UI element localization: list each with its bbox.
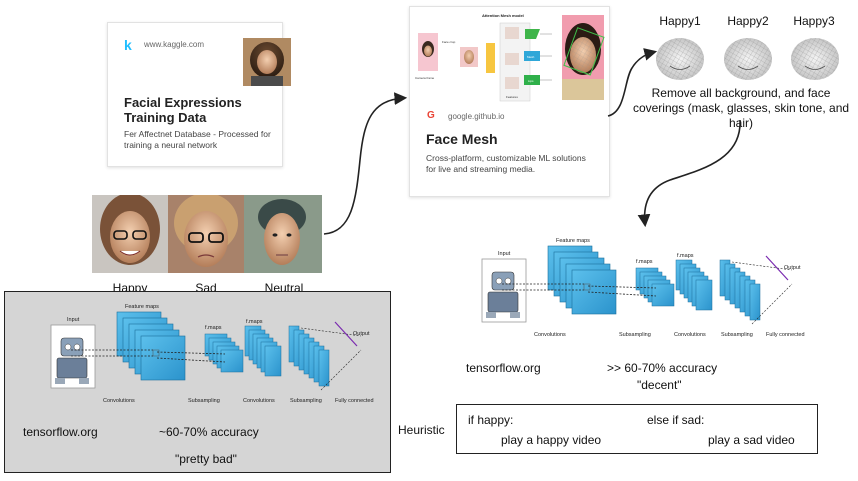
right-source: tensorflow.org [466, 361, 541, 375]
fmaps-stack-2 [675, 259, 713, 311]
cnn-input-label-left: Input [67, 317, 80, 323]
fmaps-stack-left-2 [244, 325, 282, 377]
cnn-label-convolutions-2: Convolutions [674, 332, 706, 338]
face-crop-label: Face crop [442, 40, 456, 44]
cnn-input-image [481, 258, 527, 323]
cnn-label-subsampling-left-1: Subsampling [188, 398, 220, 404]
cnn-diagram-right: Input Feature maps f.maps f.maps [476, 236, 816, 342]
cnn-label-convolutions-left-2: Convolutions [243, 398, 275, 404]
mesh-thumb-header: Attention Mesh model [482, 13, 524, 18]
left-accuracy: ~60-70% accuracy [159, 425, 259, 439]
google-icon: G [427, 110, 435, 121]
features-label: Features [506, 95, 518, 99]
backbone-block [486, 43, 495, 73]
cnn-label-fully-connected-left: Fully connected [335, 398, 374, 404]
mesh-description: Cross-platform, customizable ML solution… [426, 153, 586, 174]
left-source: tensorflow.org [23, 425, 98, 439]
label-happy2: Happy2 [727, 14, 769, 28]
neutral-face-photo [244, 195, 322, 273]
mesh-caption: Remove all background, and face covering… [632, 86, 850, 130]
happy2-mesh [724, 38, 772, 80]
cnn-label-subsampling-left-2: Subsampling [290, 398, 322, 404]
cnn-label-subsampling-1: Subsampling [619, 332, 651, 338]
face-mesh-card[interactable]: Attention Mesh model Camera frame Face c… [409, 6, 610, 197]
kaggle-logo: k [124, 37, 132, 53]
heuristic-label: Heuristic [398, 423, 445, 437]
kaggle-title: Facial Expressions Training Data [124, 95, 242, 125]
feature-maps-stack [547, 245, 617, 315]
cnn-input-image-left [50, 324, 96, 389]
happy3-mesh [791, 38, 839, 80]
happy-mesh-images [655, 36, 845, 82]
mesh-url: google.github.io [448, 112, 505, 121]
label-happy3: Happy3 [793, 14, 835, 28]
heuristic-else: else if sad: [647, 413, 705, 427]
fmaps-stack-left-3 [288, 325, 330, 387]
kaggle-card[interactable]: k www.kaggle.com Facial Expressions Trai… [107, 22, 291, 167]
heuristic-if: if happy: [468, 413, 514, 427]
fmaps-stack-1 [635, 267, 675, 307]
mesh-thumbnail: Attention Mesh model Camera frame Face c… [412, 9, 607, 104]
right-verdict: "decent" [637, 378, 682, 392]
cnn-label-subsampling-2: Subsampling [721, 332, 753, 338]
cnn-fmaps-label-2: f.maps [677, 253, 694, 259]
happy1-mesh [656, 38, 704, 80]
heuristic-box: if happy: play a happy video else if sad… [456, 404, 818, 454]
cnn-label-fully-connected: Fully connected [766, 332, 805, 338]
cnn-input-label: Input [498, 251, 511, 257]
heuristic-if-action: play a happy video [501, 433, 602, 447]
cnn-feature-maps-label-left: Feature maps [125, 304, 159, 310]
left-verdict: "pretty bad" [175, 452, 237, 466]
lips-block-label: Lips [528, 79, 534, 83]
fmaps-stack-left-1 [204, 333, 244, 373]
label-happy1: Happy1 [659, 14, 701, 28]
cnn-diagram-left: Input Feature maps f.maps f.maps [45, 302, 385, 408]
mesh-block-label: Mesh [527, 55, 535, 59]
sad-face-photo [168, 193, 244, 273]
kaggle-url: www.kaggle.com [144, 40, 205, 49]
face-photo-strip [92, 193, 322, 273]
left-cnn-panel: Input Feature maps f.maps f.maps [4, 291, 391, 473]
heuristic-else-action: play a sad video [708, 433, 795, 447]
right-accuracy: >> 60-70% accuracy [607, 361, 718, 375]
camera-label: Camera frame [415, 76, 435, 80]
fmaps-stack-3 [719, 259, 761, 321]
cnn-label-convolutions-1: Convolutions [534, 332, 566, 338]
cnn-fmaps-label-left-1: f.maps [205, 325, 222, 331]
cnn-output-label: Output [784, 265, 801, 271]
cnn-feature-maps-label: Feature maps [556, 238, 590, 244]
arrow-happy-to-cnn [637, 119, 741, 228]
mesh-title: Face Mesh [426, 131, 498, 147]
cnn-output-label-left: Output [353, 331, 370, 337]
kaggle-description: Fer Affectnet Database - Processed for t… [124, 129, 271, 150]
feature-maps-stack-left [116, 311, 186, 381]
cnn-label-convolutions-left-1: Convolutions [103, 398, 135, 404]
cnn-fmaps-label-1: f.maps [636, 259, 653, 265]
arrow-photos-to-mesh [323, 92, 408, 235]
happy-face-photo [92, 193, 168, 273]
cnn-fmaps-label-left-2: f.maps [246, 319, 263, 325]
kaggle-avatar [243, 38, 291, 86]
